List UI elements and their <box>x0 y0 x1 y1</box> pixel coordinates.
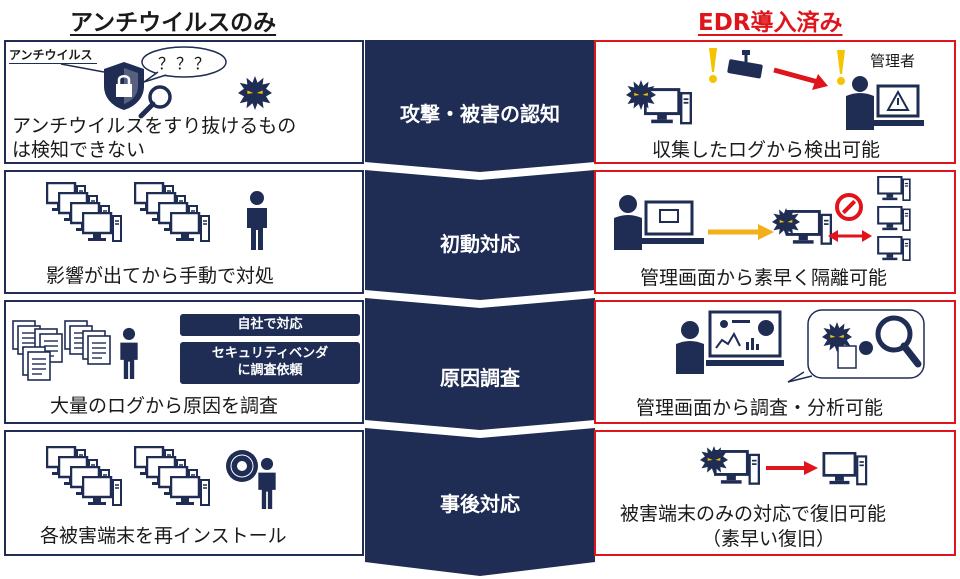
left-row-recovery: 各被害端末を再インストール <box>4 430 364 556</box>
left-row-investigation: 自社で対応 セキュリティベンダ に調査依頼 大量のログから原因を調査 <box>4 300 364 424</box>
stage-label-investigation: 原因調査 <box>440 366 520 390</box>
virus-icon <box>238 76 272 110</box>
infected-pc-icon <box>772 208 832 246</box>
isolation-arrow-icon <box>828 230 872 242</box>
administrator-console-icon <box>614 195 704 250</box>
infected-pc-group-icon <box>46 182 122 243</box>
install-disc-icon <box>226 450 258 482</box>
red-arrow-icon <box>766 461 818 475</box>
alert-mark-icon-2 <box>837 50 845 85</box>
yellow-arrow-icon <box>708 224 774 240</box>
right-column-title: EDR導入済み <box>698 10 843 36</box>
vendor-request-tag: セキュリティベンダ に調査依頼 <box>180 342 360 384</box>
stage-chevron-2 <box>365 170 595 300</box>
infected-pc-icon <box>626 80 692 125</box>
left-row1-caption-line1: アンチウイルスをすり抜けるもの <box>12 115 297 137</box>
administrator-warning-icon <box>846 76 924 130</box>
network-pcs-icon <box>877 176 911 262</box>
person-icon <box>258 457 276 509</box>
right-row4-caption-line2: （素早い復旧） <box>702 528 836 550</box>
left-column-title: アンチウイルスのみ <box>70 10 277 36</box>
stage-label-initial-response: 初動対応 <box>440 232 520 256</box>
question-bubble-text: ？？？ <box>158 54 213 73</box>
admin-label: 管理者 <box>870 52 916 70</box>
magnifier-icon <box>138 85 172 119</box>
infected-pc-group-icon-2 <box>134 182 210 243</box>
right-row-recovery: 被害端末のみの対応で復旧可能 （素早い復旧） <box>594 430 956 556</box>
antivirus-badge: アンチウイルス <box>9 46 97 64</box>
pc-group-icon-2 <box>134 446 210 507</box>
stage-label-detection: 攻撃・被害の認知 <box>400 102 560 126</box>
left-row-detection: アンチウイルス ？？？ アンチウイルスをすり抜けるもの は検知できない <box>4 40 364 164</box>
left-row-initial-response: 影響が出てから手動で対処 <box>4 170 364 294</box>
left-row2-caption: 影響が出てから手動で対処 <box>46 265 275 287</box>
infected-pc-icon <box>700 446 760 486</box>
left-row4-caption: 各被害端末を再インストール <box>40 525 287 547</box>
right-row1-caption: 収集したログから検出可能 <box>652 139 881 161</box>
analysis-dashboard-icon <box>676 310 784 374</box>
vendor-request-tag-line2: に調査依頼 <box>237 363 303 378</box>
stage-chevron-4 <box>365 428 595 576</box>
stage-chevron-1 <box>365 40 595 172</box>
log-documents-icon <box>12 320 111 381</box>
camera-icon <box>727 50 763 79</box>
right-row-initial-response: 管理画面から素早く隔離可能 <box>594 170 956 294</box>
right-row3-caption: 管理画面から調査・分析可能 <box>636 397 884 419</box>
right-row-detection: 管理者 収集したログから検出可能 <box>594 40 956 164</box>
shield-icon <box>104 62 144 110</box>
stage-chevron-3 <box>365 298 595 430</box>
restored-pc-icon <box>822 452 868 486</box>
right-row4-caption-line1: 被害端末のみの対応で復旧可能 <box>620 503 887 525</box>
self-response-tag: 自社で対応 <box>180 314 360 336</box>
prohibited-icon <box>835 193 863 221</box>
alert-mark-icon <box>709 48 717 83</box>
right-row2-caption: 管理画面から素早く隔離可能 <box>640 267 888 289</box>
vendor-request-tag-line1: セキュリティベンダ <box>211 346 329 361</box>
worried-person-icon <box>247 191 267 250</box>
magnified-analysis-bubble <box>787 309 925 383</box>
person-icon <box>120 327 138 379</box>
left-row1-caption-line2: は検知できない <box>12 139 146 161</box>
right-row-investigation: 管理画面から調査・分析可能 <box>594 300 956 424</box>
stage-label-recovery: 事後対応 <box>440 492 520 516</box>
pc-group-icon <box>46 446 122 507</box>
left-row3-caption: 大量のログから原因を調査 <box>50 395 279 417</box>
red-arrow-icon <box>773 67 828 90</box>
